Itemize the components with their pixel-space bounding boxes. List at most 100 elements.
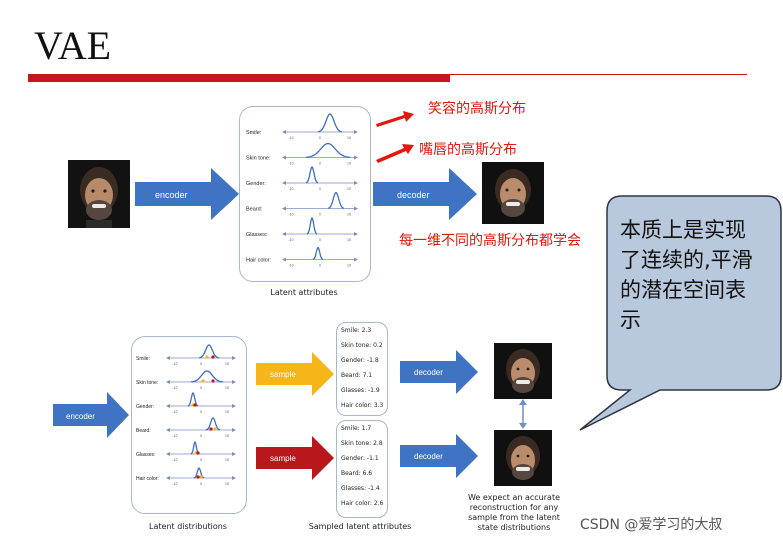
- sample-dot-red: [211, 355, 215, 359]
- axis-arrowhead: [166, 452, 170, 456]
- axis-tick-label: 0: [319, 187, 321, 191]
- sample-label-a: sample: [270, 370, 296, 379]
- axis-tick-label: -10: [288, 213, 293, 217]
- sample-dot-red: [193, 403, 197, 407]
- axis-tick-label: 10: [225, 362, 229, 366]
- face-comparison-arrow: [519, 399, 527, 429]
- speech-callout: [579, 195, 782, 431]
- attribute-label: Beard:: [246, 207, 263, 213]
- axis-tick-label: -10: [172, 386, 177, 390]
- axis-tick-label: -10: [288, 238, 293, 242]
- axis-tick-label: 0: [200, 410, 202, 414]
- annotation-arrows: [376, 111, 414, 163]
- sampled-attribute-value: Smile: 1.7: [341, 425, 372, 432]
- sample-arrow-yellow: sample: [256, 352, 334, 396]
- axis-arrowhead: [166, 404, 170, 408]
- axis-tick-label: -10: [288, 187, 293, 191]
- reconstructed-face-b: [494, 430, 552, 486]
- sample-dot-yellow: [199, 475, 203, 479]
- title-underline-thin: [450, 74, 747, 75]
- axis-arrowhead: [232, 380, 236, 384]
- latent-attributes-caption: Latent attributes: [270, 288, 338, 297]
- attribute-label: Beard:: [136, 428, 151, 434]
- sampled-attribute-value: Beard: 6.6: [341, 470, 373, 477]
- axis-tick-label: 0: [200, 458, 202, 462]
- watermark: CSDN @爱学习的大叔: [580, 517, 723, 533]
- axis-tick-label: 0: [319, 213, 321, 217]
- axis-tick-label: 0: [319, 238, 321, 242]
- sampled-attribute-value: Smile: 2.3: [341, 327, 372, 334]
- axis-arrowhead: [166, 428, 170, 432]
- attribute-label: Hair color:: [136, 476, 159, 482]
- axis-tick-label: 10: [347, 187, 351, 191]
- axis-tick-label: 10: [225, 482, 229, 486]
- bottom-decoder-arrow-b: decoder: [400, 434, 478, 478]
- smile-gaussian-note: 笑容的高斯分布: [428, 101, 526, 117]
- sample-dot-red: [209, 427, 213, 431]
- axis-tick-label: 10: [347, 162, 351, 166]
- title-underline-red: [28, 74, 450, 82]
- axis-tick-label: -10: [288, 264, 293, 268]
- axis-tick-label: 10: [225, 410, 229, 414]
- attribute-label: Glasses:: [246, 232, 268, 238]
- axis-arrowhead: [166, 476, 170, 480]
- axis-arrowhead: [232, 476, 236, 480]
- attribute-label: Smile:: [246, 130, 262, 136]
- axis-tick-label: 0: [319, 162, 321, 166]
- axis-tick-label: -10: [172, 482, 177, 486]
- sampled-attribute-value: Gender: -1.1: [341, 455, 379, 462]
- bottom-decoder-label-a: decoder: [414, 368, 443, 377]
- axis-arrowhead: [232, 356, 236, 360]
- encoder-arrow: encoder: [135, 168, 239, 220]
- axis-tick-label: -10: [288, 162, 293, 166]
- input-face-image: [68, 160, 130, 228]
- latent-attributes-box: [239, 106, 371, 282]
- sampled-attribute-value: Glasses: -1.4: [341, 485, 380, 492]
- axis-tick-label: 10: [347, 136, 351, 140]
- gaussian-curve: [306, 216, 318, 235]
- axis-arrowhead: [354, 206, 358, 211]
- sample-dot-red: [196, 451, 200, 455]
- axis-arrowhead: [232, 404, 236, 408]
- axis-arrowhead: [354, 181, 358, 185]
- attribute-label: Hair color:: [246, 258, 272, 264]
- axis-tick-label: 0: [200, 434, 202, 438]
- axis-tick-label: 10: [347, 238, 351, 242]
- attribute-label: Gender:: [136, 404, 154, 410]
- latent-distributions-box: [131, 336, 247, 514]
- axis-tick-label: 0: [200, 362, 202, 366]
- axis-tick-label: 10: [225, 434, 229, 438]
- axis-arrowhead: [282, 206, 286, 211]
- attribute-label: Glasses:: [136, 452, 155, 458]
- sample-dot-red: [211, 379, 215, 383]
- axis-arrowhead: [354, 155, 358, 160]
- sampled-attribute-value: Hair color: 2.6: [341, 500, 384, 507]
- gaussian-curve: [312, 246, 324, 260]
- sampled-attribute-value: Glasses: -1.9: [341, 387, 380, 394]
- gaussian-curve: [305, 166, 319, 184]
- axis-arrowhead: [166, 380, 170, 384]
- decoder-arrow: decoder: [373, 168, 477, 220]
- sample-dot-yellow: [213, 427, 217, 431]
- axis-tick-label: -10: [288, 136, 293, 140]
- sampled-attribute-value: Beard: 7.1: [341, 372, 373, 379]
- attribute-label: Skin tone:: [246, 156, 271, 162]
- reconstructed-face-a: [494, 343, 552, 399]
- axis-tick-label: 0: [200, 482, 202, 486]
- gaussian-curve: [198, 344, 220, 359]
- sample-arrow-red: sample: [256, 436, 334, 480]
- axis-tick-label: 0: [319, 136, 321, 140]
- axis-arrowhead: [232, 428, 236, 432]
- axis-tick-label: -10: [172, 434, 177, 438]
- attribute-label: Smile:: [136, 356, 150, 362]
- axis-arrowhead: [166, 356, 170, 360]
- sample-dot-red: [196, 475, 200, 479]
- axis-arrowhead: [282, 257, 286, 262]
- attribute-label: Skin tone:: [136, 380, 158, 386]
- axis-arrowhead: [282, 130, 286, 134]
- axis-tick-label: 10: [225, 386, 229, 390]
- axis-tick-label: -10: [172, 362, 177, 366]
- gaussian-curve: [190, 370, 224, 383]
